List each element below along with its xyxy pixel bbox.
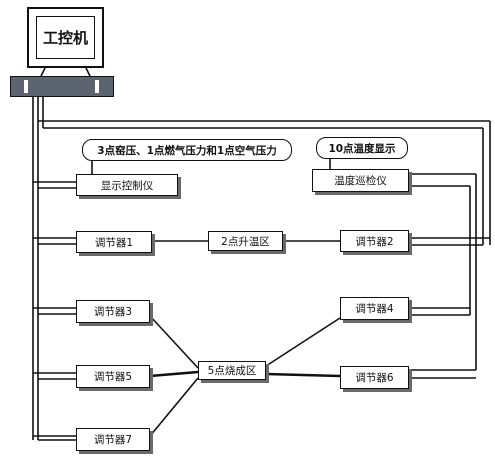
display-controller-box: 显示控制仪 [76, 174, 178, 196]
link-r4-firing [265, 317, 341, 367]
temp-scanner-label: 温度巡检仪 [334, 175, 387, 187]
regulator-2-label: 调节器2 [355, 235, 394, 248]
stand-left [40, 67, 46, 77]
computer-base-unit [10, 76, 114, 97]
computer-label: 工控机 [42, 29, 88, 47]
heating-zone-label: 2点升温区 [221, 235, 270, 248]
regulator-1: 调节器1 [76, 231, 152, 253]
stand-right [85, 67, 91, 77]
callout-pressure: 3点窑压、1点燃气压力和1点空气压力 [82, 139, 292, 161]
regulator-4: 调节器4 [340, 297, 409, 320]
temp-scanner-box: 温度巡检仪 [312, 169, 409, 192]
regulator-3: 调节器3 [76, 300, 150, 323]
display-controller-label: 显示控制仪 [100, 179, 154, 192]
regulator-1-label: 调节器1 [94, 236, 134, 249]
link-r6-firing [265, 372, 341, 378]
regulator-7: 调节器7 [76, 428, 150, 451]
port-slot-right [95, 80, 99, 93]
monitor-screen: 工控机 [36, 16, 95, 59]
link-r3-firing [149, 315, 199, 369]
link-r7-firing [149, 377, 199, 437]
industrial-computer-monitor: 工控机 [27, 7, 104, 68]
regulator-2: 调节器2 [340, 230, 409, 252]
regulator-7-label: 调节器7 [93, 434, 133, 446]
regulator-4-label: 调节器4 [355, 303, 394, 315]
callout-pressure-text: 3点窑压、1点燃气压力和1点空气压力 [97, 144, 277, 157]
port-slot-left [24, 80, 28, 93]
regulator-5: 调节器5 [76, 365, 150, 388]
firing-zone-box: 5点烧成区 [198, 361, 266, 380]
heating-zone-box: 2点升温区 [208, 231, 283, 251]
link-r5-firing [149, 370, 199, 378]
regulator-5-label: 调节器5 [93, 371, 133, 383]
regulator-3-label: 调节器3 [93, 306, 133, 318]
regulator-6: 调节器6 [340, 366, 409, 389]
regulator-6-label: 调节器6 [355, 372, 394, 384]
callout-temperature-text: 10点温度显示 [328, 142, 396, 155]
callout-temperature: 10点温度显示 [316, 137, 408, 159]
firing-zone-label: 5点烧成区 [207, 365, 257, 377]
